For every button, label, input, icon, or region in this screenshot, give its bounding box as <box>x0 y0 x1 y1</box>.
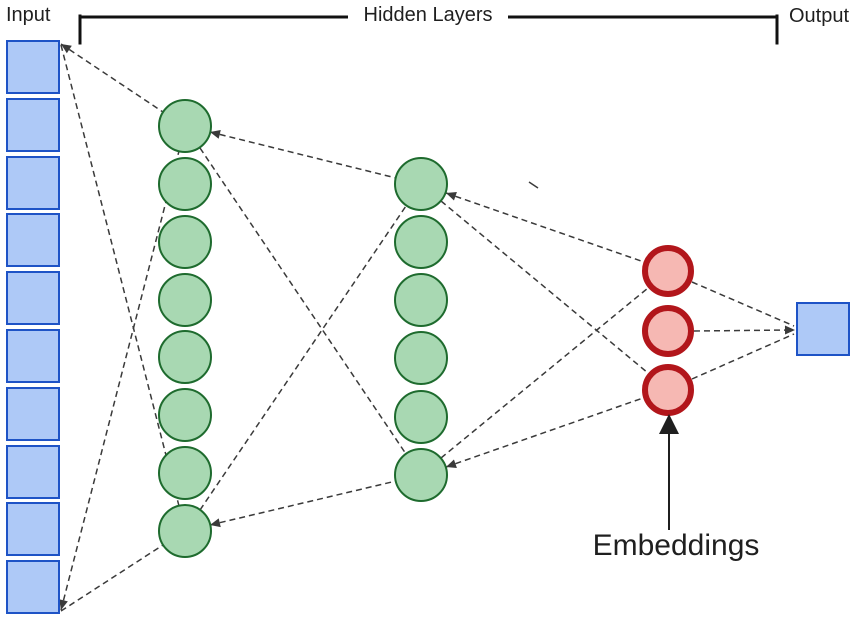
input-node <box>6 156 60 210</box>
edge-line <box>440 287 649 459</box>
hidden-node-layer-2 <box>394 448 448 502</box>
input-node <box>6 98 60 152</box>
input-node <box>6 387 60 441</box>
edge-line <box>693 329 791 332</box>
edge-line <box>445 192 645 263</box>
hidden-node-layer-2 <box>394 331 448 385</box>
hidden-node-layer-2 <box>394 215 448 269</box>
input-node <box>6 40 60 94</box>
embedding-node <box>642 305 694 357</box>
hidden-node-layer-2 <box>394 273 448 327</box>
hidden-node-layer-1 <box>158 504 212 558</box>
edge-arrowhead <box>210 518 221 528</box>
hidden-node-layer-1 <box>158 388 212 442</box>
embeddings-label: Embeddings <box>592 529 760 562</box>
input-node <box>6 560 60 614</box>
embeddings-arrowhead-icon <box>659 414 679 434</box>
input-node <box>6 271 60 325</box>
output-node <box>796 302 850 356</box>
input-node <box>6 445 60 499</box>
edge-line <box>691 281 795 327</box>
hidden-node-layer-1 <box>158 330 212 384</box>
embedding-node <box>642 245 694 297</box>
input-node <box>6 213 60 267</box>
embedding-node <box>642 364 694 416</box>
edge-line <box>440 200 649 374</box>
input-node <box>6 329 60 383</box>
edge-line <box>60 544 164 612</box>
stray-mark <box>528 181 539 189</box>
edge-line <box>199 205 407 511</box>
edge-arrowhead <box>784 325 795 335</box>
edge-line <box>209 480 397 526</box>
input-node <box>6 502 60 556</box>
hidden-layers-label: Hidden Layers <box>348 3 508 27</box>
edge-arrowhead <box>446 459 457 468</box>
edge-arrowhead <box>59 599 68 610</box>
hidden-node-layer-1 <box>158 215 212 269</box>
edge-line <box>209 131 397 179</box>
edge-line <box>60 150 180 611</box>
hidden-node-layer-1 <box>158 99 212 153</box>
edge-line <box>691 333 795 380</box>
hidden-node-layer-1 <box>158 157 212 211</box>
output-label: Output <box>789 5 850 27</box>
hidden-node-layer-2 <box>394 157 448 211</box>
edge-line <box>445 397 644 468</box>
edge-line <box>199 147 407 455</box>
edge-arrowhead <box>61 44 72 54</box>
edge-line <box>60 43 164 113</box>
edge-arrowhead <box>210 130 221 139</box>
hidden-node-layer-2 <box>394 390 448 444</box>
hidden-node-layer-1 <box>158 273 212 327</box>
hidden-node-layer-1 <box>158 446 212 500</box>
input-label: Input <box>6 4 51 26</box>
edge-arrowhead <box>446 192 457 201</box>
